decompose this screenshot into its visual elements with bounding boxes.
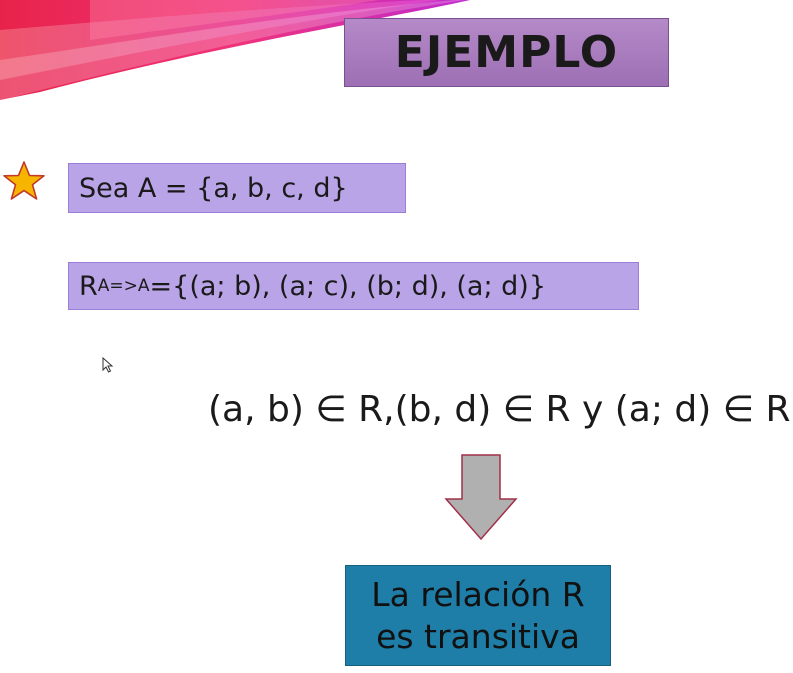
conclusion-line-2: es transitiva: [376, 616, 580, 656]
relation-pairs: ={(a; b), (a; c), (b; d), (a; d)}: [149, 270, 547, 302]
conclusion-line-1: La relación R: [371, 575, 585, 615]
set-definition-box: Sea A = {a, b, c, d}: [68, 163, 406, 213]
set-definition-text: Sea A = {a, b, c, d}: [79, 172, 348, 204]
transitivity-statement: (a, b) ∈ R,(b, d) ∈ R y (a; d) ∈ R: [208, 389, 791, 430]
relation-symbol: R: [79, 270, 98, 302]
mouse-cursor-icon: [102, 357, 114, 373]
decorative-swoosh: [0, 0, 470, 100]
relation-subscript: A=>A: [97, 276, 150, 296]
arrow-down-icon: [444, 454, 518, 541]
conclusion-box: La relación R es transitiva: [345, 565, 611, 666]
slide-title: EJEMPLO: [344, 18, 669, 87]
star-icon: [3, 161, 45, 200]
